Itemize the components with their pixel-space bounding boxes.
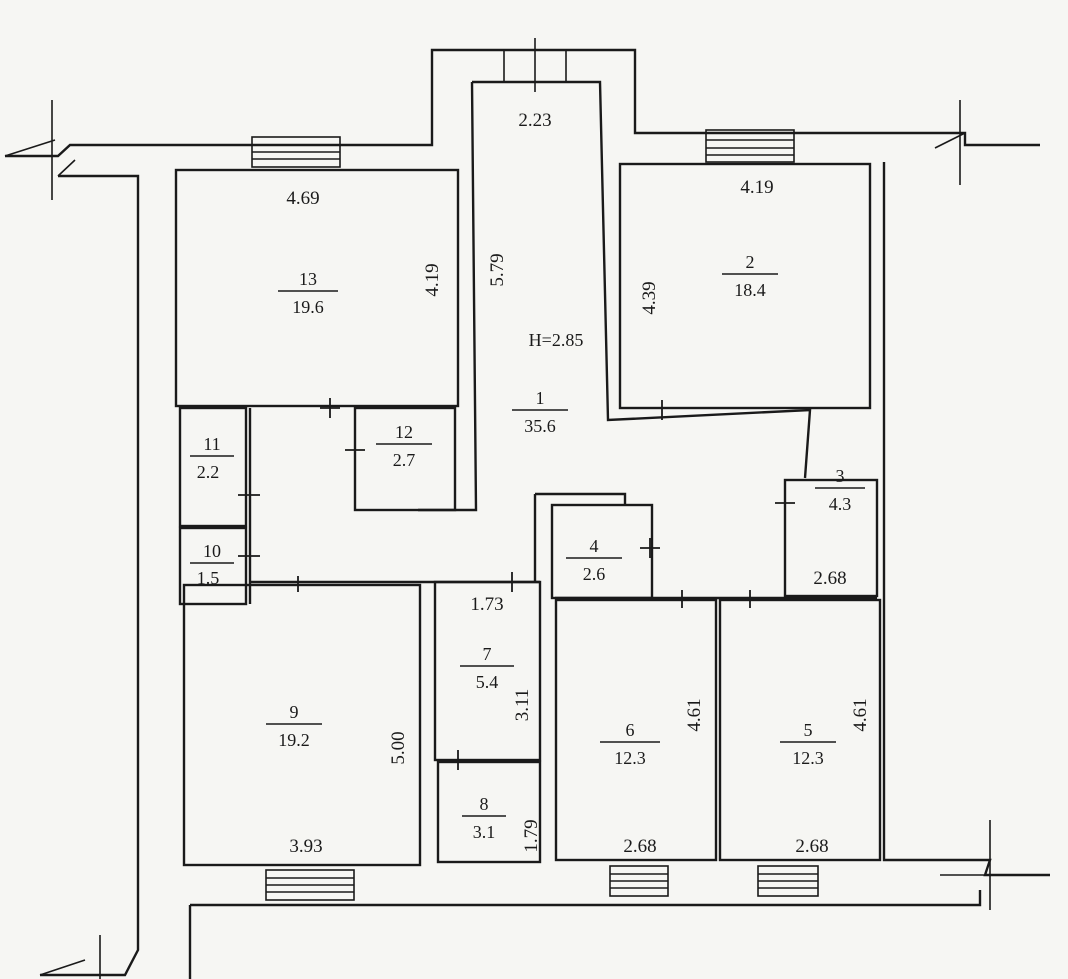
- window-room13: [251, 136, 341, 168]
- window-room9: [265, 869, 355, 901]
- dim-room6-width: 2.68: [623, 836, 656, 857]
- room-number: 9: [290, 702, 299, 722]
- room-2-outline: [618, 162, 872, 410]
- windows: [251, 38, 819, 901]
- room-5-label: 5 12.3: [780, 720, 836, 768]
- room-walls: [174, 80, 882, 867]
- dim-room6-depth: 4.61: [684, 698, 705, 731]
- room-number: 10: [203, 541, 221, 561]
- room-4-label: 4 2.6: [566, 536, 622, 584]
- room-1-label: 1 35.6: [512, 388, 568, 436]
- room-area: 5.4: [476, 672, 499, 692]
- dim-room5-depth: 4.61: [850, 698, 871, 731]
- room-6-label: 6 12.3: [600, 720, 660, 768]
- room-7-label: 7 5.4: [460, 644, 514, 692]
- room-8-label: 8 3.1: [462, 794, 506, 842]
- room-11-outline: [178, 406, 248, 528]
- room-area: 2.6: [583, 564, 606, 584]
- room-area: 12.3: [792, 748, 824, 768]
- room-number: 1: [536, 388, 545, 408]
- dim-room9-depth: 5.00: [388, 731, 409, 764]
- dim-room7-width: 1.73: [470, 594, 503, 615]
- dimension-labels: 2.23 4.69 4.19 2.68 1.73 3.93 2.68 2.6 8 …: [286, 110, 871, 857]
- room-area: 19.2: [278, 730, 310, 750]
- room-10-label: 10 1.5: [190, 541, 234, 588]
- room-area: 2.2: [197, 462, 220, 482]
- dim-room13-depth: 4.19: [422, 263, 443, 296]
- window-corridor: [503, 38, 567, 92]
- room-area: 18.4: [734, 280, 766, 300]
- exterior-walls: [4, 48, 1050, 979]
- room-number: 12: [395, 422, 413, 442]
- window-room5: [757, 865, 819, 897]
- room-number: 4: [590, 536, 599, 556]
- dim-room3-width: 2.68: [813, 568, 846, 589]
- room-number: 5: [804, 720, 813, 740]
- room-10-outline: [178, 526, 248, 606]
- room-9-label: 9 19.2: [266, 702, 322, 750]
- dim-room13-width: 4.69: [286, 188, 319, 209]
- room-11-label: 11 2.2: [190, 434, 234, 482]
- dim-room8-depth: 1.79: [521, 819, 542, 852]
- dim-room7-depth: 3.11: [512, 689, 533, 722]
- room-2-label: 2 18.4: [722, 252, 778, 300]
- dim-corridor-width: 2.23: [518, 110, 551, 131]
- room-area: 4.3: [829, 494, 852, 514]
- window-room6: [609, 865, 669, 897]
- room-number: 2: [746, 252, 755, 272]
- dim-room2-depth: 4.39: [639, 281, 660, 314]
- room-number: 8: [480, 794, 489, 814]
- room-number: 3: [836, 466, 845, 486]
- room-labels: 13 19.6 2 18.4 1 35.6 12 2.7 11 2.2 10 1…: [190, 252, 865, 842]
- room-area: 19.6: [292, 297, 324, 317]
- room-number: 6: [626, 720, 635, 740]
- room-area: 2.7: [393, 450, 416, 470]
- room-4-outline: [550, 503, 654, 600]
- room-3-label: 3 4.3: [815, 466, 865, 514]
- room-5-outline: [718, 598, 882, 862]
- room-area: 12.3: [614, 748, 646, 768]
- room-number: 7: [483, 644, 492, 664]
- window-room2: [705, 129, 795, 163]
- ceiling-height-label: H=2.85: [529, 330, 584, 350]
- room-area: 35.6: [524, 416, 556, 436]
- dim-corridor-length: 5.79: [487, 253, 508, 286]
- dim-room5-width: 2.68: [795, 836, 828, 857]
- room-13-outline: [174, 168, 460, 408]
- room-12-label: 12 2.7: [376, 422, 432, 470]
- room-number: 11: [203, 434, 220, 454]
- room-6-outline: [554, 598, 718, 862]
- room-3-outline: [783, 478, 879, 598]
- room-area: 3.1: [473, 822, 496, 842]
- room-8-outline: [436, 760, 542, 864]
- room-area: 1.5: [197, 568, 220, 588]
- room-13-label: 13 19.6: [278, 269, 338, 317]
- dim-room9-width: 3.93: [289, 836, 322, 857]
- dim-room2-width: 4.19: [740, 177, 773, 198]
- room-number: 13: [299, 269, 317, 289]
- corridor-outline: [472, 80, 812, 479]
- room-9-outline: [182, 583, 422, 867]
- door-marks: [238, 398, 795, 770]
